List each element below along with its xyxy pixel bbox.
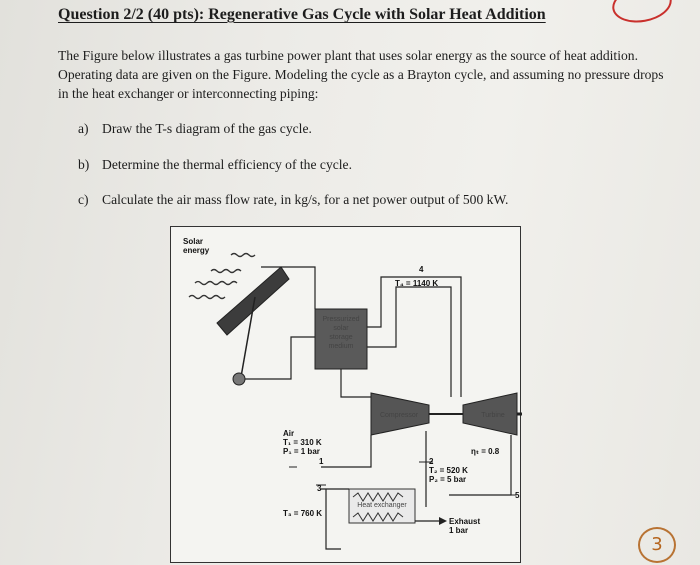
grade-circle-mark xyxy=(609,0,675,27)
state-3-label: 3 xyxy=(317,484,322,493)
t4-label: T₄ = 1140 K xyxy=(395,279,439,288)
compressor-shape xyxy=(370,392,430,436)
state-4-label: 4 xyxy=(419,265,424,274)
item-text: Calculate the air mass flow rate, in kg/… xyxy=(102,192,509,207)
state-1-label: 1 xyxy=(319,457,324,466)
state-5-label: 5 xyxy=(515,491,520,500)
turbine-efficiency-label: ηₜ = 0.8 xyxy=(471,447,500,456)
question-item-a: a) Draw the T-s diagram of the gas cycle. xyxy=(78,121,312,137)
item-text: Determine the thermal efficiency of the … xyxy=(102,157,352,172)
turbine-shape xyxy=(462,392,518,436)
question-item-c: c) Calculate the air mass flow rate, in k… xyxy=(78,192,508,208)
item-label: a) xyxy=(78,121,89,136)
solar-rays-icon xyxy=(188,252,256,300)
question-intro: The Figure below illustrates a gas turbi… xyxy=(58,48,664,101)
turbine-label: Turbine xyxy=(481,412,505,419)
t3-label: T₃ = 760 K xyxy=(283,509,323,518)
item-label: b) xyxy=(78,157,90,172)
heat-exchanger-label: Heat exchanger xyxy=(357,502,407,509)
schematic-drawing xyxy=(188,252,522,550)
receiver-icon xyxy=(232,372,246,386)
page-number-circle: 3 xyxy=(638,527,676,563)
item-text: Draw the T-s diagram of the gas cycle. xyxy=(102,121,312,136)
solar-collector-panel xyxy=(216,266,290,336)
item-label: c) xyxy=(78,192,89,207)
heat-exchanger-shape xyxy=(348,488,416,524)
compressor-label: Compressor xyxy=(379,412,419,419)
question-item-b: b) Determine the thermal efficiency of th… xyxy=(78,157,352,173)
question-title: Question 2/2 (40 pts): Regenerative Gas … xyxy=(58,6,546,23)
